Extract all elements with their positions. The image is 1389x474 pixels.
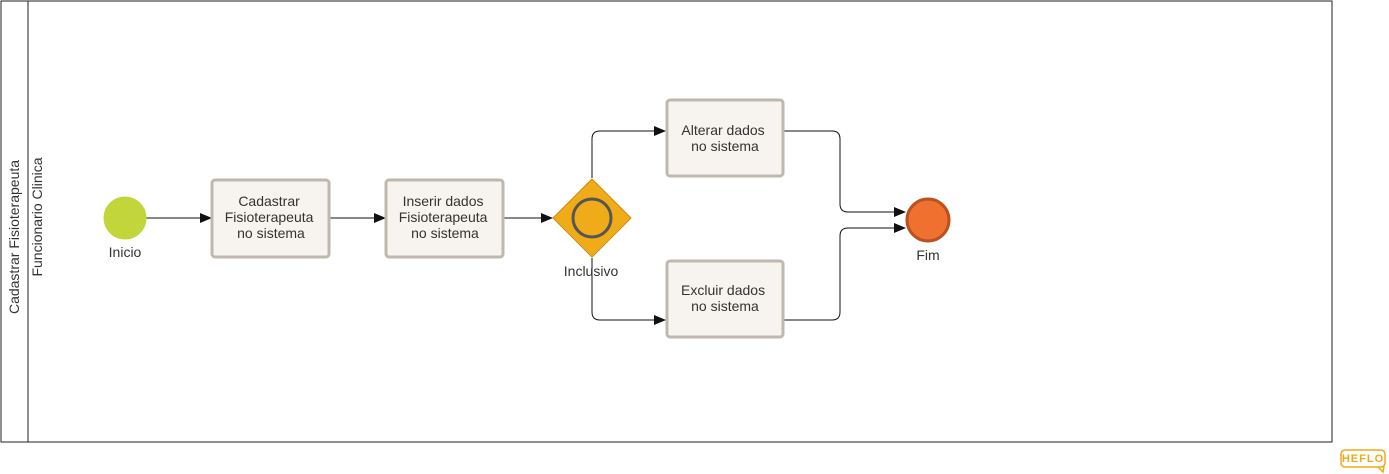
- svg-text:Inserir dados Fisioterap: Inserir dados Fisioterapeuta no sistema: [399, 193, 492, 241]
- flow-excluir-to-end: [784, 223, 906, 321]
- task-inserir-line-3: no sistema: [411, 225, 479, 241]
- gateway-diamond: [552, 178, 632, 258]
- gateway-inclusive-marker: [571, 197, 613, 239]
- end-event[interactable]: Fim: [905, 197, 951, 263]
- heflo-logo-text: HEFLO: [1342, 453, 1384, 465]
- svg-text:Alterar dados no sistema: Alterar dados no sistema: [681, 122, 768, 154]
- start-event-circle: [103, 196, 147, 240]
- task-excluir[interactable]: Excluir dados no sistema: [665, 259, 785, 339]
- task-inserir-line-1: Inserir dados: [403, 193, 484, 209]
- sequence-flows: [146, 126, 906, 325]
- svg-text:Excluir dados no sistema: Excluir dados no sistema: [681, 282, 769, 314]
- pool: Cadastrar Fisioterapeuta: [0, 0, 1333, 443]
- task-inserir[interactable]: Inserir dados Fisioterapeuta no sistema: [384, 178, 505, 259]
- task-cadastrar-line-1: Cadastrar: [238, 193, 300, 209]
- task-alterar-line-1: Alterar dados: [681, 122, 764, 138]
- start-event-label: Inicio: [109, 244, 142, 260]
- task-cadastrar[interactable]: Cadastrar Fisioterapeuta no sistema: [210, 178, 331, 259]
- task-cadastrar-line-2: Fisioterapeuta: [225, 209, 314, 225]
- task-inserir-line-2: Fisioterapeuta: [399, 209, 488, 225]
- task-excluir-line-2: no sistema: [691, 298, 759, 314]
- lane: Funcionario Clinica: [29, 157, 45, 276]
- svg-text:Cadastrar Fisioterapeuta: Cadastrar Fisioterapeuta no sistema: [225, 193, 318, 241]
- gateway-label: Inclusivo: [564, 263, 619, 279]
- task-cadastrar-line-3: no sistema: [237, 225, 305, 241]
- flow-gateway-to-alterar: [591, 126, 666, 178]
- task-alterar[interactable]: Alterar dados no sistema: [665, 98, 785, 178]
- end-event-label: Fim: [916, 247, 939, 263]
- task-excluir-line-1: Excluir dados: [681, 282, 765, 298]
- lane-label: Funcionario Clinica: [29, 157, 45, 276]
- start-event[interactable]: Inicio: [103, 196, 147, 260]
- flow-alterar-to-end: [784, 130, 906, 217]
- heflo-logo: HEFLO: [1340, 449, 1386, 474]
- pool-label: Cadastrar Fisioterapeuta: [6, 160, 22, 314]
- task-alterar-line-2: no sistema: [691, 138, 759, 154]
- inclusive-gateway[interactable]: Inclusivo: [552, 178, 632, 279]
- flow-gateway-to-excluir: [591, 258, 666, 325]
- end-event-circle: [905, 197, 951, 243]
